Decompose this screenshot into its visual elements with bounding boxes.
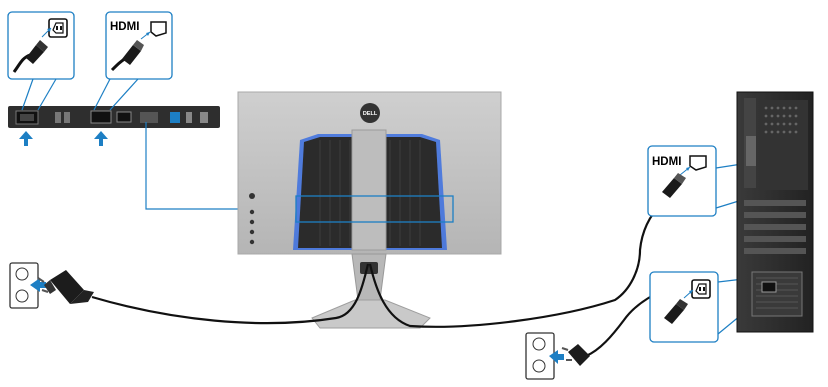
power-callout-top — [8, 12, 74, 79]
brand-label: DELL — [363, 111, 378, 117]
hdmi-label-top: HDMI — [110, 21, 139, 33]
hdmi-callout-top: HDMI — [106, 12, 172, 79]
hdmi-callout-right: HDMI — [648, 146, 716, 216]
pc-tower-rear — [737, 92, 813, 332]
power-connector-icon-right — [692, 280, 710, 298]
wall-outlet-left — [10, 263, 94, 308]
hdmi-label-right: HDMI — [652, 156, 681, 168]
hdmi-port-icon-right — [690, 156, 706, 170]
power-connector-icon — [49, 19, 67, 37]
monitor-io-panel — [8, 106, 220, 128]
power-port-arrow — [19, 131, 33, 146]
power-callout-right — [650, 272, 718, 342]
monitor-rear: DELL — [238, 92, 501, 328]
hdmi-port-arrow — [94, 131, 108, 146]
wall-outlet-right — [526, 333, 590, 379]
dell-logo: DELL — [360, 103, 380, 123]
hdmi-port-icon — [151, 22, 166, 36]
